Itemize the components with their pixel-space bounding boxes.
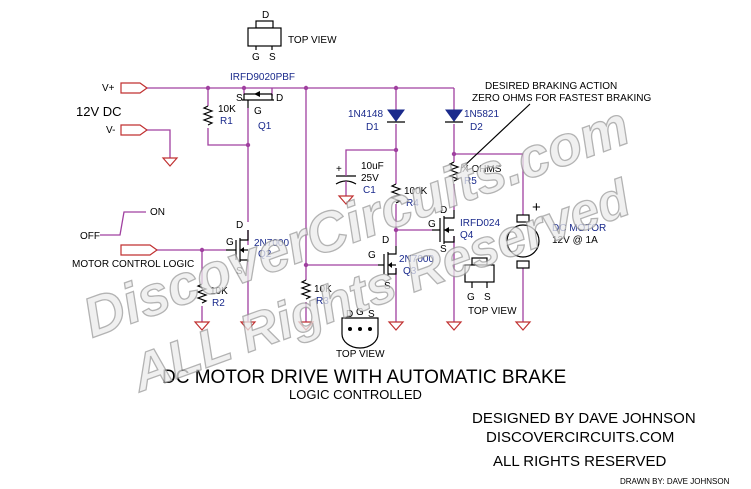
svg-text:G: G: [252, 52, 260, 63]
package-top-view-2n7000: D G S TOP VIEW: [336, 307, 385, 360]
svg-text:R3: R3: [316, 296, 329, 307]
svg-text:D2: D2: [470, 122, 483, 133]
svg-text:1N5821: 1N5821: [464, 109, 499, 120]
svg-text:D1: D1: [366, 122, 379, 133]
diode-d1: 1N4148 D1: [348, 109, 405, 133]
switch-on-label: ON: [150, 207, 165, 218]
svg-text:TOP VIEW: TOP VIEW: [336, 349, 385, 360]
diagram-subtitle: LOGIC CONTROLLED: [289, 387, 422, 402]
svg-text:100K: 100K: [404, 186, 428, 197]
svg-text:D: D: [382, 235, 389, 246]
transistor-q1: S D G IRFD9020PBF Q1: [230, 72, 295, 132]
svg-text:12V @ 1A: 12V @ 1A: [552, 235, 598, 246]
svg-text:G: G: [356, 307, 364, 318]
resistor-r1: 10K R1: [202, 104, 236, 127]
junction-dots: [199, 85, 457, 268]
svg-text:TOP VIEW: TOP VIEW: [288, 35, 337, 46]
diode-d2: 1N5821 D2: [445, 109, 499, 133]
svg-text:Q2: Q2: [258, 249, 272, 260]
svg-text:Q1: Q1: [258, 121, 272, 132]
credit-site: DISCOVERCIRCUITS.COM: [486, 429, 674, 446]
svg-text:R2: R2: [212, 298, 225, 309]
input-terminal: [120, 244, 159, 256]
credit-drawn-by: DRAWN BY: DAVE JOHNSON: [620, 477, 730, 486]
credit-rights: ALL RIGHTS RESERVED: [493, 453, 667, 470]
svg-text:R4: R4: [406, 198, 419, 209]
svg-text:D: D: [276, 93, 283, 104]
resistor-r3: 10K R3: [300, 279, 332, 307]
svg-text:Q3: Q3: [403, 266, 417, 277]
svg-text:+: +: [336, 164, 342, 175]
svg-text:G: G: [428, 219, 436, 230]
dc-motor: + DC MOTOR 12V @ 1A: [506, 199, 606, 269]
wiring: [100, 87, 524, 322]
svg-text:G: G: [368, 250, 376, 261]
svg-text:10K: 10K: [210, 286, 228, 297]
transistor-q3: D G S 2N7000 Q3: [368, 235, 434, 292]
credit-designer: DESIGNED BY DAVE JOHNSON: [472, 410, 696, 427]
ground-symbols: [161, 157, 532, 331]
diagram-title: DC MOTOR DRIVE WITH AUTOMATIC BRAKE: [162, 367, 566, 388]
supply-voltage-label: 12V DC: [76, 104, 122, 119]
transistor-q2: D G S 2N7000 Q2: [226, 220, 289, 277]
svg-text:25V: 25V: [361, 173, 379, 184]
transistor-q4: D G S IRFD024 Q4: [428, 205, 500, 255]
svg-text:S: S: [484, 292, 491, 303]
svg-text:G: G: [467, 292, 475, 303]
svg-text:Q4: Q4: [460, 230, 474, 241]
svg-text:X OHMS: X OHMS: [462, 164, 502, 175]
resistor-r5: X OHMS R5: [448, 161, 502, 187]
capacitor-c1: + 10uF 25V C1: [335, 161, 384, 196]
resistor-r2: 10K R2: [196, 283, 228, 309]
svg-text:D: D: [262, 10, 269, 21]
resistor-r4: 100K R4: [390, 183, 428, 209]
svg-text:2N7000: 2N7000: [399, 254, 434, 265]
svg-text:S: S: [236, 93, 243, 104]
svg-text:IRFD9020PBF: IRFD9020PBF: [230, 72, 295, 83]
svg-text:10uF: 10uF: [361, 161, 384, 172]
note-line2: ZERO OHMS FOR FASTEST BRAKING: [472, 93, 652, 104]
svg-text:G: G: [226, 237, 234, 248]
note-pointer: [461, 103, 531, 169]
svg-text:S: S: [368, 309, 375, 320]
svg-text:10K: 10K: [218, 104, 236, 115]
vplus-label: V+: [102, 83, 115, 94]
svg-text:2N7000: 2N7000: [254, 238, 289, 249]
note-line1: DESIRED BRAKING ACTION: [485, 81, 617, 92]
vplus-terminal: V+: [102, 82, 149, 94]
svg-text:DC MOTOR: DC MOTOR: [552, 223, 606, 234]
svg-text:S: S: [269, 52, 276, 63]
svg-text:S: S: [236, 266, 243, 277]
svg-text:IRFD024: IRFD024: [460, 218, 500, 229]
svg-text:D: D: [440, 205, 447, 216]
motor-control-logic-label: MOTOR CONTROL LOGIC: [72, 259, 194, 270]
svg-text:D: D: [346, 309, 353, 320]
switch-off-label: OFF: [80, 231, 100, 242]
svg-text:R1: R1: [220, 116, 233, 127]
svg-text:R5: R5: [464, 176, 477, 187]
vminus-terminal: V-: [106, 124, 149, 136]
svg-text:TOP VIEW: TOP VIEW: [468, 306, 517, 317]
svg-text:1N4148: 1N4148: [348, 109, 383, 120]
svg-text:C1: C1: [363, 185, 376, 196]
svg-text:G: G: [254, 106, 262, 117]
package-top-view-q4: G S TOP VIEW: [464, 257, 517, 317]
vminus-label: V-: [106, 125, 115, 136]
package-top-view-q1: D G S TOP VIEW: [247, 10, 337, 63]
svg-text:+: +: [532, 199, 541, 216]
svg-text:D: D: [236, 220, 243, 231]
svg-text:10K: 10K: [314, 284, 332, 295]
svg-text:S: S: [440, 244, 447, 255]
svg-text:S: S: [384, 281, 391, 292]
